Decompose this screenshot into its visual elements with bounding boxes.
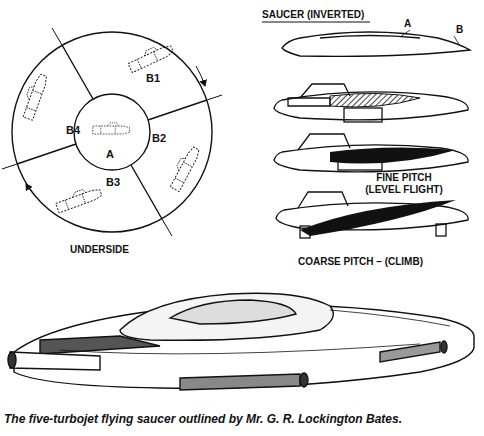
caption: The five-turbojet flying saucer outlined…: [4, 412, 402, 426]
part-letter: A: [404, 18, 411, 30]
segment-label: B3: [106, 176, 120, 189]
segment-label: B2: [152, 132, 166, 145]
part-letter: B: [456, 24, 463, 36]
segment-label: B1: [146, 72, 160, 85]
pitch-label: COARSE PITCH – (CLIMB): [298, 256, 423, 268]
segment-label: A: [106, 148, 114, 161]
pitch-label: FINE PITCH (LEVEL FLIGHT): [358, 172, 450, 195]
view-title: SAUCER (INVERTED): [262, 9, 364, 21]
view-title: UNDERSIDE: [70, 244, 129, 256]
segment-label: B4: [66, 124, 80, 137]
